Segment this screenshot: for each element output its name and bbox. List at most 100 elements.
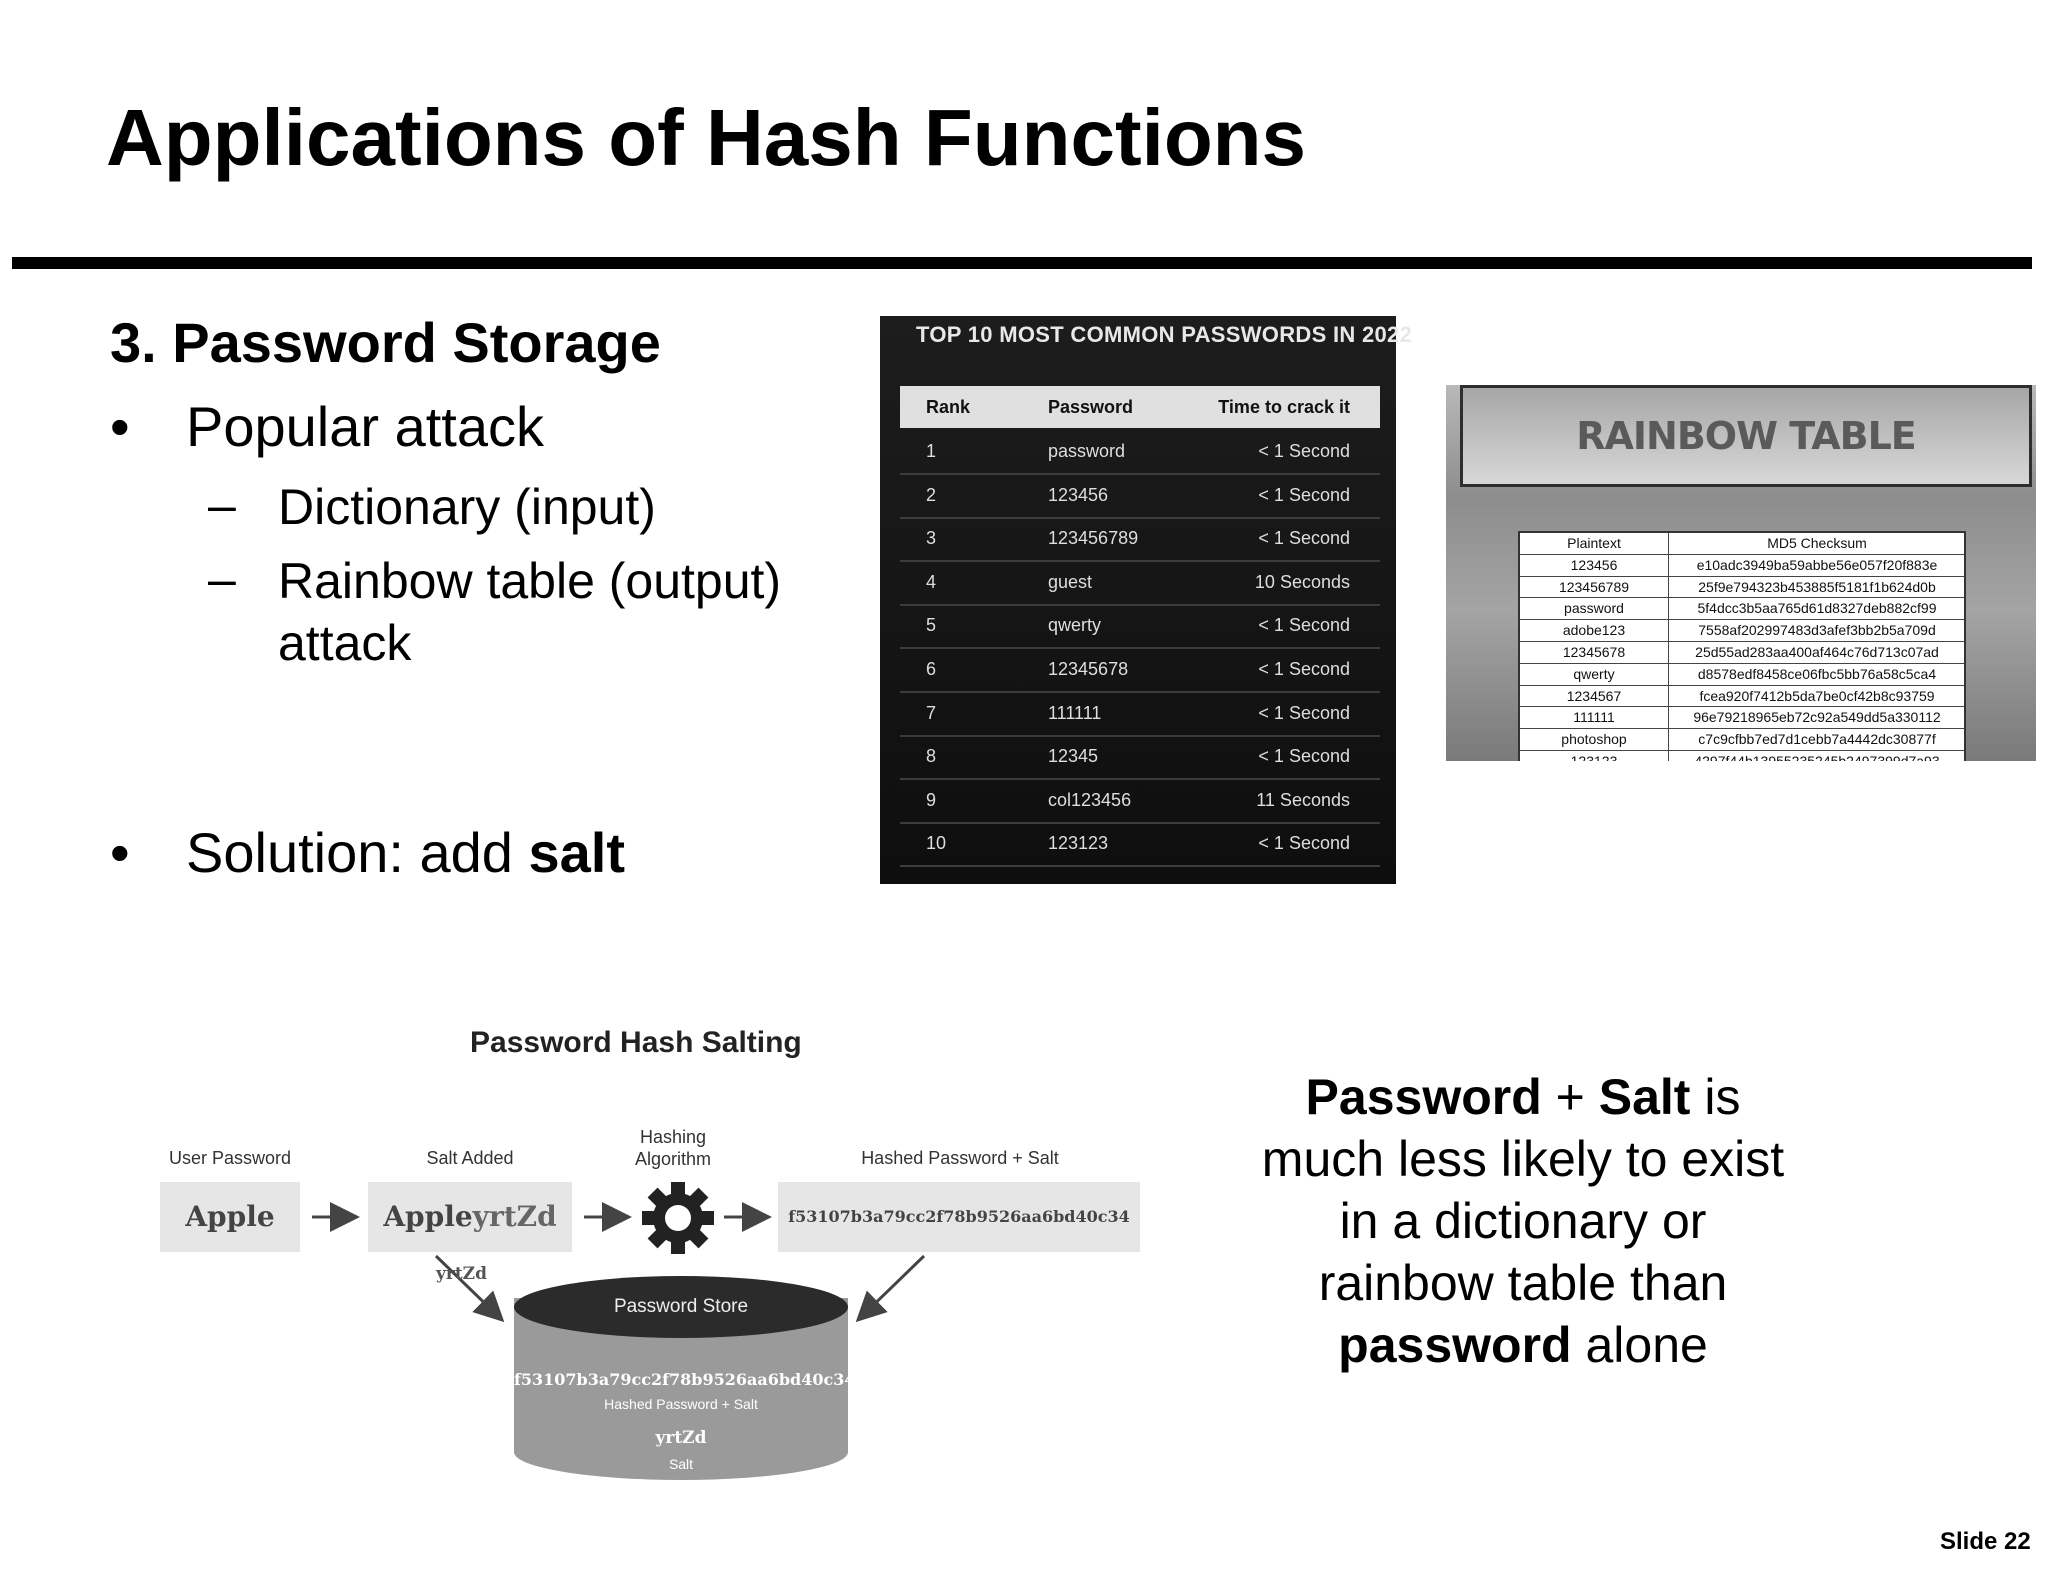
password-store-top	[514, 1276, 848, 1338]
rank-cell: 7	[926, 702, 937, 723]
password-cell: qwerty	[1048, 615, 1102, 636]
password-cell: 12345	[1048, 746, 1099, 767]
section-heading: 3. Password Storage	[110, 311, 661, 374]
rank-cell: 6	[926, 659, 937, 679]
plaintext-cell: 123123	[1520, 750, 1669, 761]
table-row: 1234567 fcea920f7412b5da7be0cf42b8c93759	[1520, 685, 1964, 708]
time-cell: 10 Seconds	[1254, 571, 1350, 592]
stored-salt: yrtZd	[655, 1428, 707, 1448]
time-cell: < 1 Second	[1258, 441, 1350, 461]
md5-cell: fcea920f7412b5da7be0cf42b8c93759	[1699, 687, 1935, 704]
header-md5: MD5 Checksum	[1767, 535, 1867, 551]
time-cell: < 1 Second	[1258, 833, 1350, 854]
table-row: qwerty d8578edf8458ce06fbc5bb76a58c5ca4	[1520, 663, 1964, 686]
bullet-text: Solution: add salt	[186, 820, 625, 885]
table-row: 2 123456 < 1 Second	[900, 474, 1380, 519]
md5-cell: 25d55ad283aa400af464c76d713c07ad	[1695, 643, 1939, 660]
md5-cell: d8578edf8458ce06fbc5bb76a58c5ca4	[1697, 665, 1937, 682]
rank-cell: 9	[926, 789, 937, 810]
hashed-password-label: Hashed Password + Salt	[861, 1148, 1059, 1168]
table-row: 4 guest 10 Seconds	[900, 561, 1380, 606]
table-row: photoshop c7c9cfbb7ed7d1cebb7a4442dc30877…	[1520, 729, 1964, 751]
plaintext-cell: qwerty	[1520, 663, 1669, 685]
rank-cell: 2	[926, 484, 937, 505]
salt-explanation: Password + Salt is much less likely to e…	[1258, 1066, 1788, 1376]
plaintext-cell: 1234567	[1520, 685, 1669, 707]
plaintext-cell: photoshop	[1520, 729, 1669, 750]
header-rank: Rank	[926, 397, 971, 417]
stored-hash: f53107b3a79cc2f78b9526aa6bd40c34	[514, 1370, 856, 1389]
solution-text: Solution: add	[186, 821, 529, 884]
md5-cell: 4297f44b13955235245b2497399d7a93	[1694, 752, 1940, 761]
plaintext-cell: 111111	[1520, 707, 1669, 729]
header-password: Password	[1048, 397, 1134, 417]
note-text: is much less likely to exist in a dictio…	[1261, 1069, 1785, 1311]
diagram-title: Password Hash Salting	[470, 1026, 802, 1059]
top-passwords-title: TOP 10 MOST COMMON PASSWORDS IN 2022	[916, 322, 1413, 347]
bullet-text: Popular attack	[186, 395, 544, 458]
table-row: 3 123456789 < 1 Second	[900, 517, 1380, 563]
arrow-hash-to-store	[855, 1254, 926, 1323]
rank-cell: 5	[926, 615, 937, 636]
time-cell: < 1 Second	[1258, 615, 1350, 636]
sub-bullet-text: Dictionary (input)	[278, 479, 656, 535]
salted-password-salt: yrtZd	[472, 1200, 557, 1233]
sub-bullet-text: Rainbow table (output) attack	[278, 553, 782, 671]
slide-number: Slide 22	[1940, 1528, 2031, 1555]
rainbow-table: Plaintext MD5 Checksum 123456 e10adc3949b…	[1518, 531, 1966, 761]
md5-cell: 7558af202997483d3afef3bb2b5a709d	[1698, 622, 1936, 639]
table-row: 123456 e10adc3949ba59abbe56e057f20f883e	[1520, 554, 1964, 577]
md5-cell: 5f4dcc3b5aa765d61d8327deb882cf99	[1697, 600, 1937, 617]
table-row: password 5f4dcc3b5aa765d61d8327deb882cf99	[1520, 598, 1964, 621]
md5-cell: c7c9cfbb7ed7d1cebb7a4442dc30877f	[1698, 731, 1936, 748]
salt-added-label: Salt Added	[426, 1148, 514, 1168]
password-cell: 123456	[1048, 484, 1109, 505]
rank-cell: 3	[926, 528, 937, 549]
plaintext-cell: adobe123	[1520, 620, 1669, 641]
note-text: alone	[1571, 1317, 1708, 1373]
header-plaintext: Plaintext	[1520, 533, 1669, 554]
hashed-password-box: f53107b3a79cc2f78b9526aa6bd40c34	[778, 1182, 1140, 1252]
salted-password-box: AppleyrtZd	[368, 1182, 572, 1252]
note-password-alone: password	[1338, 1317, 1572, 1373]
time-cell: < 1 Second	[1258, 484, 1350, 505]
password-cell: guest	[1048, 571, 1093, 592]
title-divider	[12, 257, 2032, 269]
plaintext-cell: 12345678	[1520, 641, 1669, 663]
table-row: 123123 4297f44b13955235245b2497399d7a93	[1520, 750, 1964, 761]
user-password-label: User Password	[168, 1148, 292, 1168]
password-store-title: Password Store	[613, 1296, 749, 1317]
salted-password-base: Apple	[383, 1200, 473, 1233]
plaintext-cell: password	[1520, 598, 1669, 620]
salt-arrow-label: yrtZd	[436, 1264, 487, 1284]
rank-cell: 1	[926, 441, 937, 461]
password-cell: 123456789	[1048, 528, 1139, 549]
table-row: 12345678 25d55ad283aa400af464c76d713c07ad	[1520, 641, 1964, 664]
rank-cell: 4	[926, 571, 937, 592]
password-cell: 111111	[1048, 702, 1102, 723]
table-row: 5 qwerty < 1 Second	[900, 604, 1380, 650]
table-row: adobe123 7558af202997483d3afef3bb2b5a709d	[1520, 620, 1964, 642]
rainbow-title: RAINBOW TABLE	[1576, 414, 1917, 458]
time-cell: < 1 Second	[1258, 702, 1350, 723]
note-text: +	[1541, 1069, 1599, 1125]
bullet-marker: •	[110, 821, 130, 884]
time-cell: < 1 Second	[1258, 659, 1350, 679]
gear-icon	[642, 1182, 714, 1254]
note-password: Password	[1305, 1069, 1542, 1125]
password-cell: password	[1048, 441, 1126, 461]
rank-cell: 10	[926, 833, 947, 854]
rainbow-header-row: Plaintext MD5 Checksum	[1520, 533, 1964, 555]
time-cell: < 1 Second	[1258, 528, 1350, 549]
plaintext-cell: 123456	[1520, 554, 1669, 576]
md5-cell: e10adc3949ba59abbe56e057f20f883e	[1696, 556, 1938, 573]
top-passwords-header-row: Rank Password Time to crack it	[900, 386, 1380, 428]
rainbow-table-image: RAINBOW TABLE Plaintext MD5 Checksum 123…	[1446, 385, 2036, 761]
plaintext-cell: 123456789	[1520, 576, 1669, 598]
time-cell: 11 Seconds	[1256, 789, 1350, 810]
